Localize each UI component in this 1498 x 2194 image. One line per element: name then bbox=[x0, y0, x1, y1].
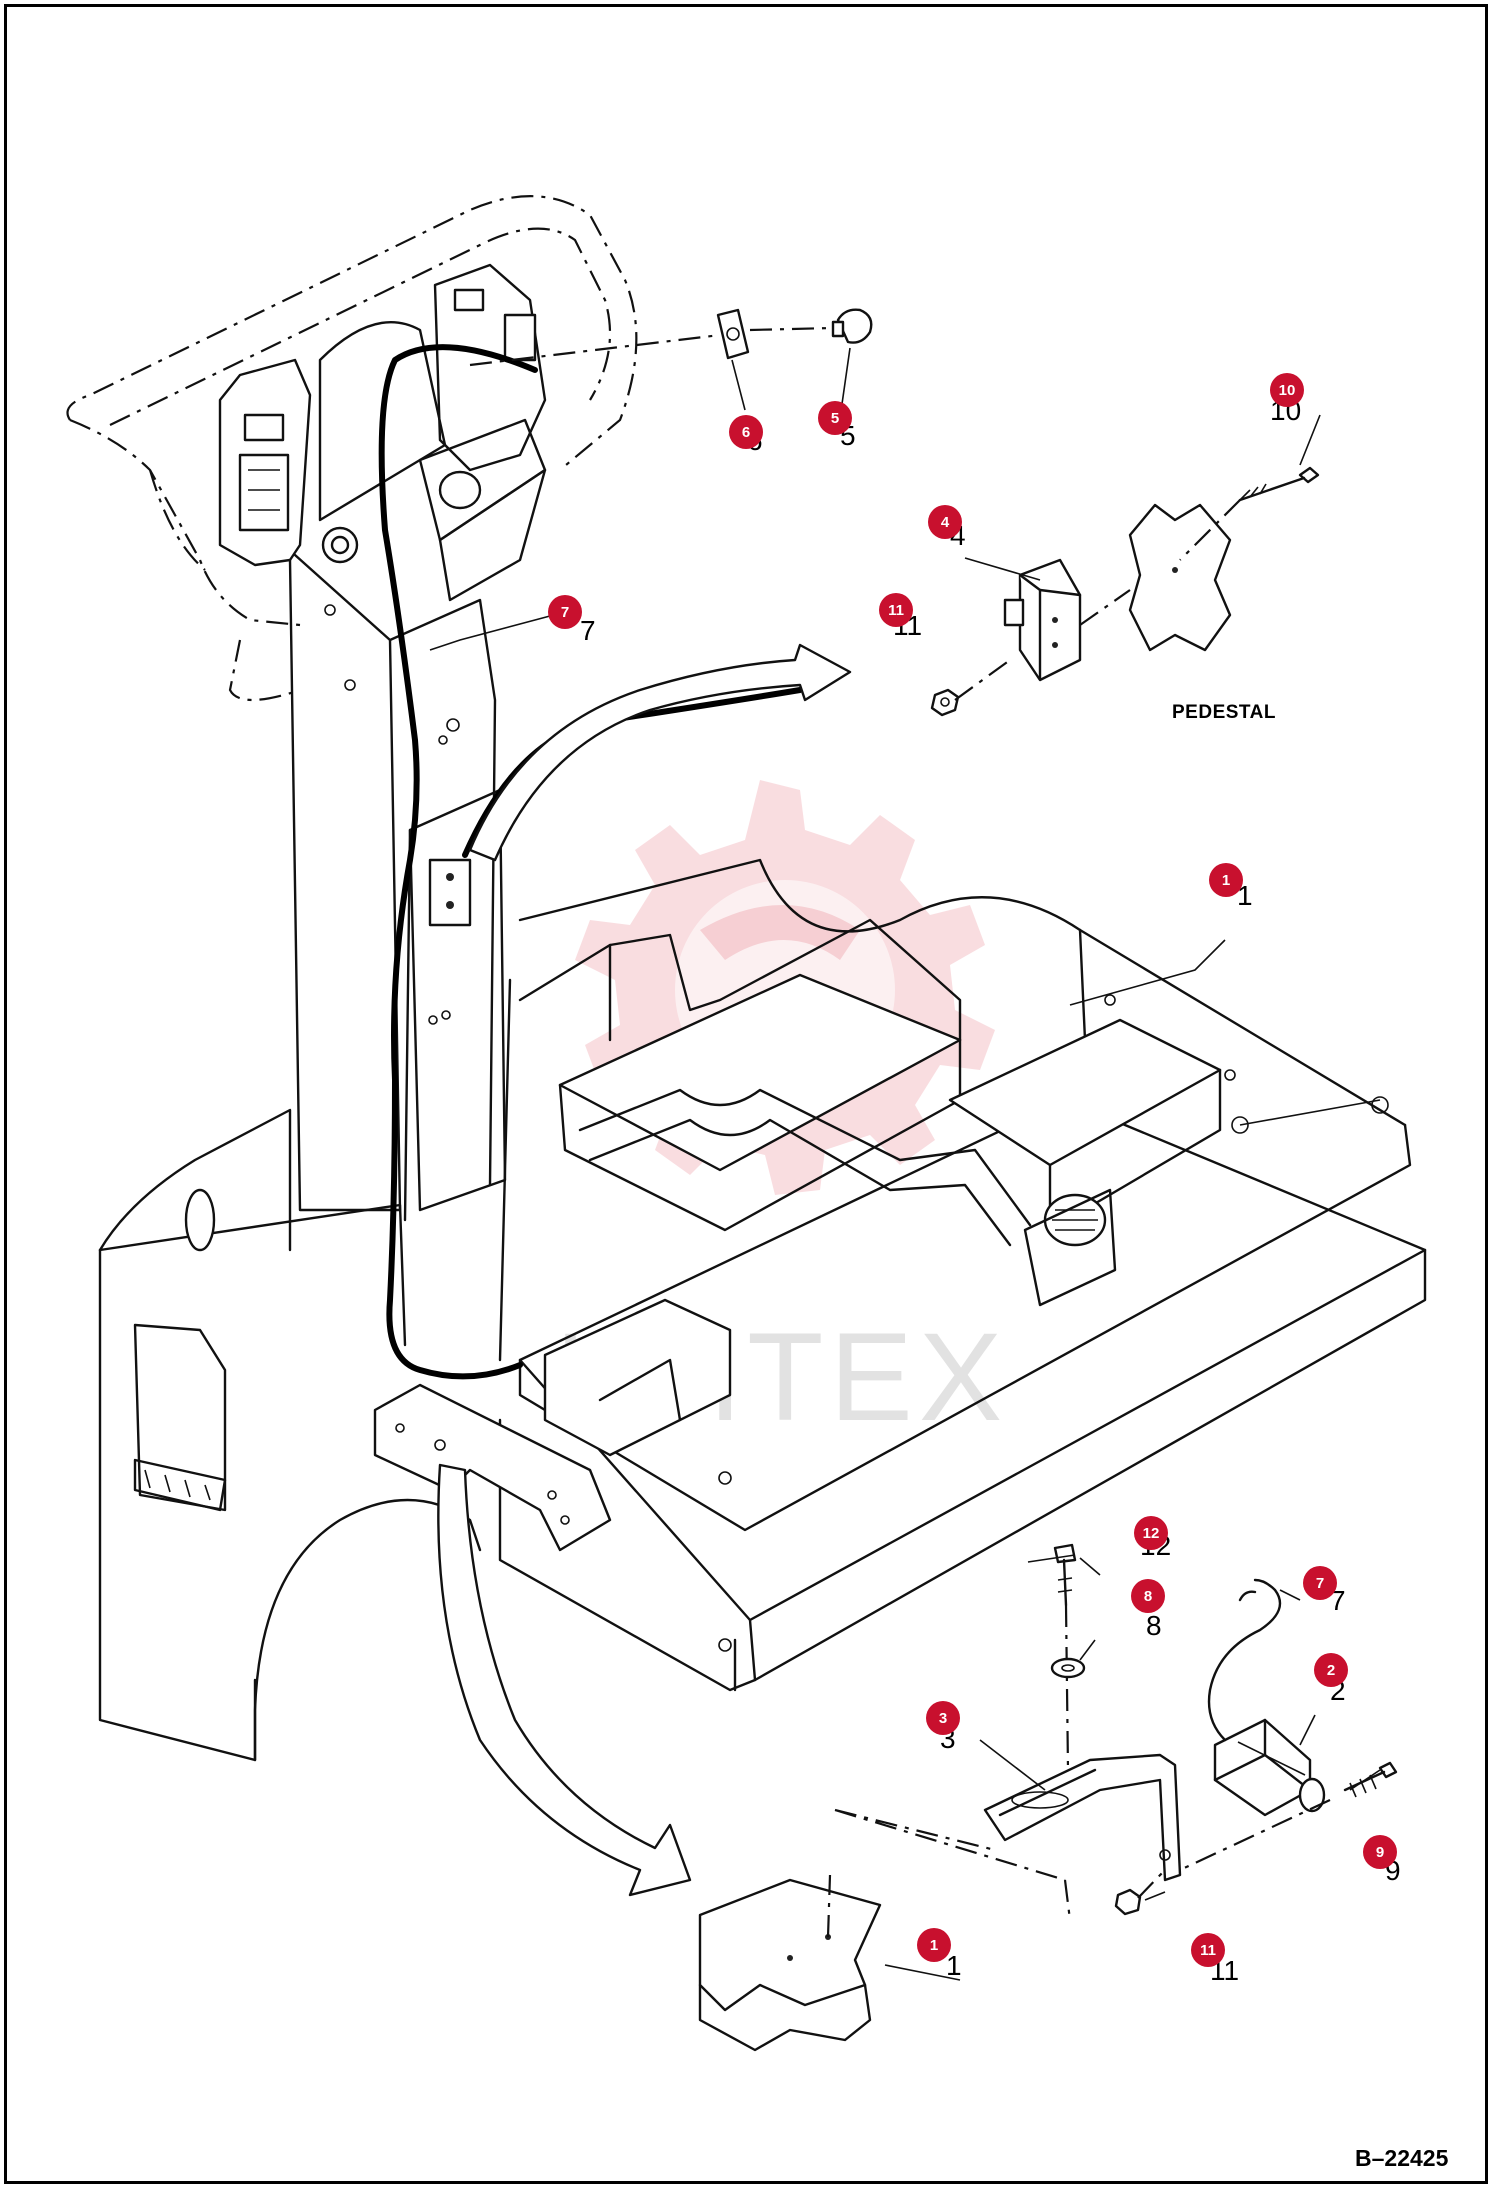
detail-bracket-assembly bbox=[698, 1543, 1398, 2052]
drawing-border bbox=[4, 4, 1488, 2184]
callout-badge-5[interactable]: 5 bbox=[818, 401, 852, 435]
svg-text:12: 12 bbox=[1143, 1525, 1160, 1542]
detail-indicator bbox=[469, 308, 873, 367]
dashboard-console bbox=[66, 195, 638, 701]
callout-badge-1a[interactable]: 1 bbox=[1209, 863, 1243, 897]
callout-number-7a: 7 bbox=[580, 615, 596, 646]
svg-text:3: 3 bbox=[939, 1710, 947, 1727]
leader-lines bbox=[429, 347, 1381, 1981]
detail-pedestal-switch: PEDESTAL bbox=[930, 466, 1320, 723]
callout-badge-10[interactable]: 10 bbox=[1270, 373, 1304, 407]
svg-text:8: 8 bbox=[1144, 1588, 1152, 1605]
inner-components bbox=[518, 918, 1222, 1457]
callout-badge-11b[interactable]: 11 bbox=[1191, 1933, 1225, 1967]
svg-text:7: 7 bbox=[561, 604, 569, 621]
callout-badges: 1 1 2 3 4 5 6 7 7 8 9 10 11 11 12 bbox=[548, 373, 1397, 1967]
svg-text:1: 1 bbox=[930, 1937, 938, 1954]
front-bracket bbox=[373, 1383, 612, 1552]
callout-badge-7b[interactable]: 7 bbox=[1303, 1566, 1337, 1600]
callout-badge-12[interactable]: 12 bbox=[1134, 1516, 1168, 1550]
callout-badge-4[interactable]: 4 bbox=[928, 505, 962, 539]
callout-number-1b: 1 bbox=[946, 1950, 962, 1981]
svg-text:1: 1 bbox=[1222, 872, 1230, 889]
arrow-to-switch-detail bbox=[468, 643, 852, 862]
callout-number-8: 8 bbox=[1146, 1610, 1162, 1641]
svg-text:11: 11 bbox=[1200, 1942, 1216, 1959]
callout-badge-6[interactable]: 6 bbox=[729, 415, 763, 449]
svg-text:9: 9 bbox=[1376, 1844, 1384, 1861]
callout-badge-8[interactable]: 8 bbox=[1131, 1579, 1165, 1613]
wiring-harness bbox=[378, 344, 538, 1380]
callout-badge-2[interactable]: 2 bbox=[1314, 1653, 1348, 1687]
pedestal-label: PEDESTAL bbox=[1172, 702, 1276, 723]
svg-text:7: 7 bbox=[1316, 1575, 1324, 1592]
svg-text:10: 10 bbox=[1279, 382, 1296, 399]
drawing-number: B–22425 bbox=[1355, 2145, 1449, 2171]
callout-badge-11a[interactable]: 11 bbox=[879, 593, 913, 627]
callout-badge-1b[interactable]: 1 bbox=[917, 1928, 951, 1962]
svg-text:2: 2 bbox=[1327, 1662, 1335, 1679]
svg-text:11: 11 bbox=[888, 602, 904, 619]
callout-badge-3[interactable]: 3 bbox=[926, 1701, 960, 1735]
callout-badge-9[interactable]: 9 bbox=[1363, 1835, 1397, 1869]
svg-text:6: 6 bbox=[742, 424, 750, 441]
arrow-to-bracket-detail bbox=[437, 1463, 692, 1897]
svg-text:5: 5 bbox=[831, 410, 839, 427]
callout-badge-7a[interactable]: 7 bbox=[548, 595, 582, 629]
svg-text:4: 4 bbox=[941, 514, 950, 531]
